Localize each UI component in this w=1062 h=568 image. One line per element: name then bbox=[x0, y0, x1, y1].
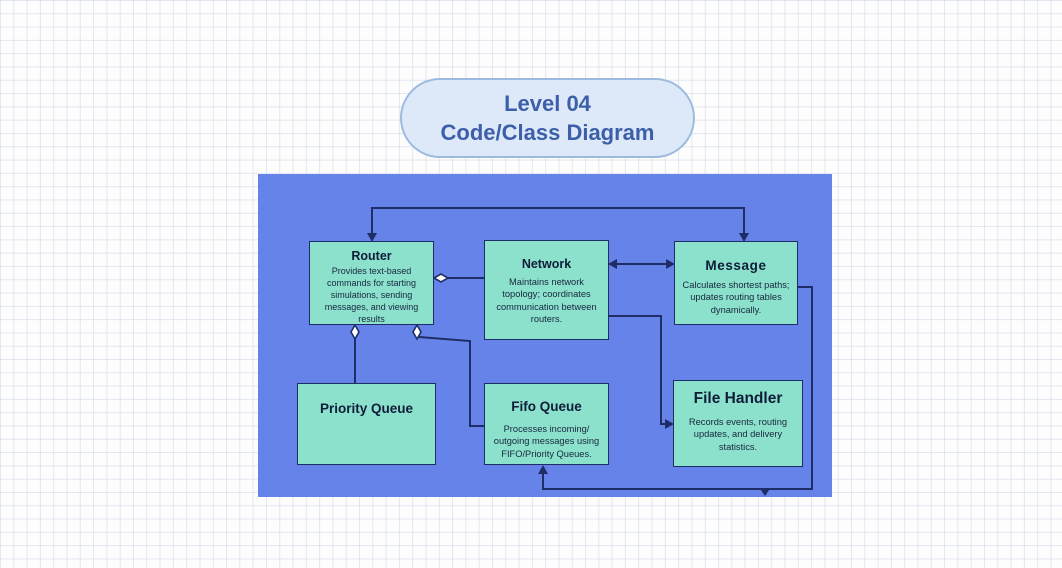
connector-network-filehandler bbox=[609, 315, 667, 425]
connector-fifoqueue-router bbox=[418, 336, 484, 427]
node-priority-queue: Priority Queue bbox=[297, 383, 436, 465]
node-network-description: Maintains network topology; coordinates … bbox=[496, 277, 597, 324]
arrowhead-into-message-top bbox=[739, 233, 749, 242]
node-network: Network Maintains network topology; coor… bbox=[484, 240, 609, 340]
node-message-title: Message bbox=[705, 258, 767, 273]
arrowhead-into-network-right bbox=[608, 259, 617, 269]
arrowhead-into-router-top bbox=[367, 233, 377, 242]
aggregation-diamond-router-bottom-left bbox=[350, 323, 360, 341]
node-network-title: Network bbox=[521, 257, 572, 271]
node-fifo-queue: Fifo Queue Processes incoming/ outgoing … bbox=[484, 383, 609, 465]
node-router: Router Provides text-based commands for … bbox=[309, 241, 434, 325]
diagram-title-pill: Level 04 Code/Class Diagram bbox=[400, 78, 695, 158]
arrowhead-into-filehandler-left bbox=[665, 419, 674, 429]
node-file-handler-title: File Handler bbox=[693, 390, 783, 407]
node-fifo-queue-title: Fifo Queue bbox=[511, 399, 582, 414]
node-fifo-queue-description: Processes incoming/ outgoing messages us… bbox=[493, 424, 600, 459]
diagram-title-line1: Level 04 bbox=[504, 90, 591, 116]
arrowhead-into-message-left bbox=[666, 259, 675, 269]
node-message: Message Calculates shortest paths; updat… bbox=[674, 241, 798, 325]
stray-arrowhead-bottom-edge bbox=[761, 490, 769, 496]
node-file-handler: File Handler Records events, routing upd… bbox=[673, 380, 803, 467]
diagram-title-line2: Code/Class Diagram bbox=[440, 120, 655, 145]
connector-message-fifoqueue bbox=[542, 286, 813, 490]
diagram-panel: Router Provides text-based commands for … bbox=[258, 174, 832, 497]
aggregation-diamond-router-right bbox=[432, 273, 450, 283]
node-router-description: Provides text-based commands for startin… bbox=[324, 266, 419, 324]
aggregation-diamond-router-bottom-right bbox=[412, 323, 422, 341]
arrowhead-into-fifoqueue-bottom bbox=[538, 465, 548, 474]
node-router-title: Router bbox=[351, 249, 392, 263]
node-priority-queue-title: Priority Queue bbox=[319, 401, 414, 416]
node-message-description: Calculates shortest paths; updates routi… bbox=[682, 280, 790, 315]
node-file-handler-description: Records events, routing updates, and del… bbox=[688, 417, 788, 452]
connector-layer bbox=[350, 207, 813, 496]
connector-router-message bbox=[371, 207, 745, 234]
